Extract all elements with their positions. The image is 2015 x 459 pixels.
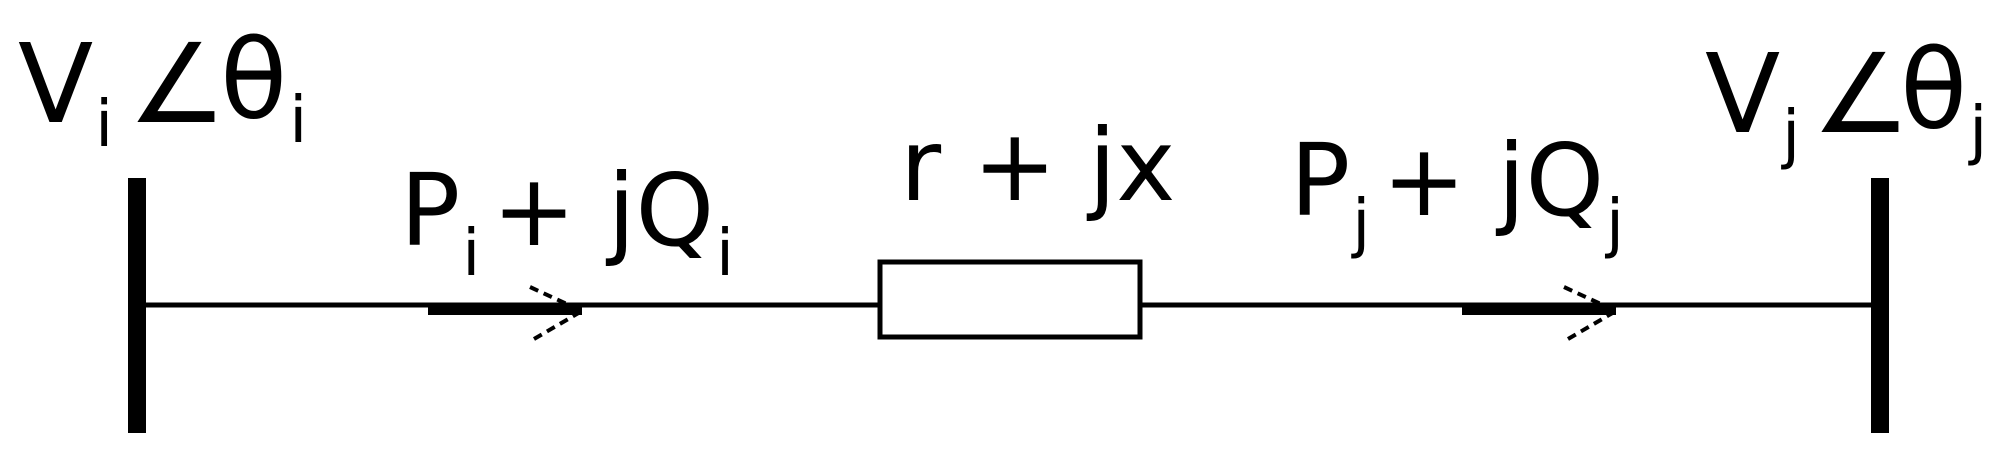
bus-j-angle-icon: ∠ xyxy=(1812,30,1911,158)
flow-j-q-sub: j xyxy=(1604,187,1624,261)
bus-j-theta-symbol: θ xyxy=(1900,26,1967,154)
flow-j-p-sub: j xyxy=(1350,187,1370,261)
flow-i-label: Pi+ jQi xyxy=(400,152,734,291)
bus-i-theta-sub: i xyxy=(289,84,307,158)
bus-i-voltage-symbol: V xyxy=(18,20,93,148)
bus-j-voltage: Vj xyxy=(1705,30,1800,172)
flow-i-plus-jq: + jQ xyxy=(492,152,714,269)
flow-j-p: P xyxy=(1290,122,1350,239)
bus-j-theta: θj xyxy=(1900,26,1987,168)
impedance-label: r + jx xyxy=(900,107,1175,224)
flow-j-label: Pj+ jQj xyxy=(1290,122,1624,261)
flow-i-p: P xyxy=(400,152,460,269)
bus-j-voltage-symbol: V xyxy=(1705,30,1780,158)
bus-i-voltage: Vi xyxy=(18,20,113,162)
bus-i-bar xyxy=(128,178,146,433)
flow-arrow-i-icon xyxy=(428,285,584,341)
bus-i-angle-icon: ∠ xyxy=(128,20,227,148)
flow-i-q-sub: i xyxy=(716,217,734,291)
bus-i-voltage-sub: i xyxy=(95,88,113,162)
bus-j-theta-sub: j xyxy=(1967,94,1987,168)
bus-j-voltage-sub: j xyxy=(1780,98,1800,172)
bus-j-bar xyxy=(1871,178,1889,433)
flow-j-plus-jq: + jQ xyxy=(1382,122,1604,239)
flow-i-p-sub: i xyxy=(462,217,480,291)
flow-arrow-j-icon xyxy=(1462,285,1618,341)
bus-i-theta: θi xyxy=(220,16,307,158)
bus-i-theta-symbol: θ xyxy=(220,16,287,144)
impedance-box xyxy=(877,259,1143,340)
